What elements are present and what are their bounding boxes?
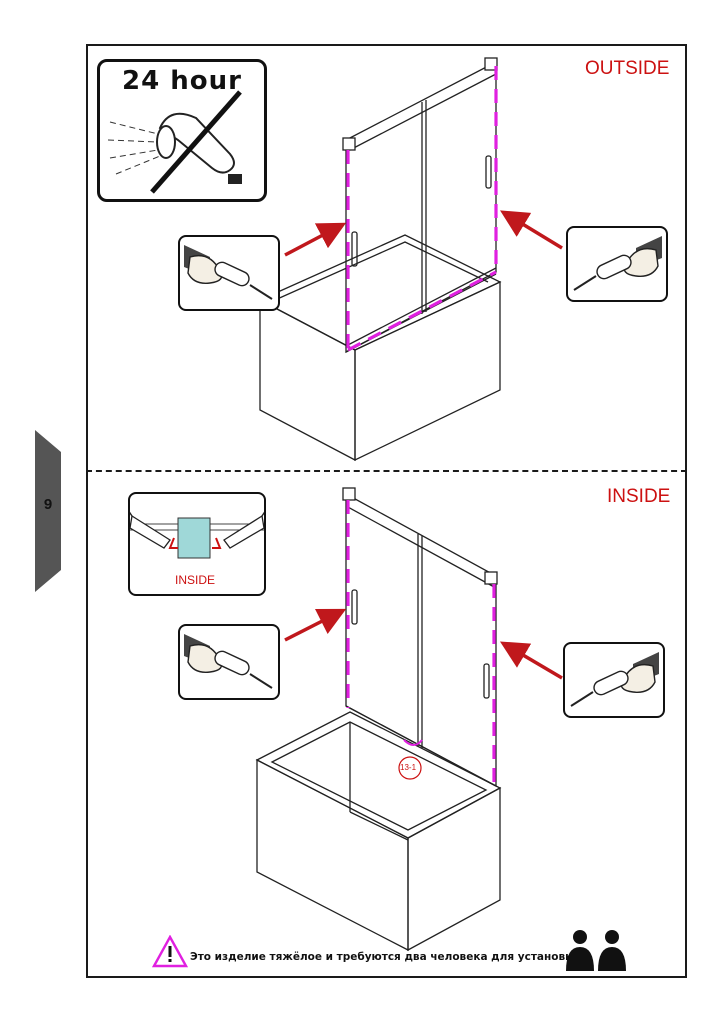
warning-triangle-icon [152, 935, 188, 968]
inset-inside-label: INSIDE [175, 573, 216, 587]
sealant-lines-inside [346, 500, 496, 786]
shower-no-water-icon [107, 90, 242, 194]
sealant-detail-illustration [130, 511, 264, 559]
page-number: 9 [43, 496, 53, 513]
shower-door-inside [342, 487, 498, 788]
sealant-gun-icon [570, 652, 659, 707]
callout-label: 13-1 [400, 763, 417, 772]
sealant-gun-icon [573, 236, 662, 291]
sign-24-hour-text: 24 hour [122, 66, 242, 96]
inside-label: INSIDE [607, 486, 671, 507]
bathtub-inside [255, 711, 502, 952]
inside-detail-inset [128, 492, 266, 596]
instruction-frame [86, 44, 687, 978]
outside-label: OUTSIDE [585, 58, 670, 79]
section-divider [86, 470, 687, 472]
sealant-gun-box-bottom-right [563, 642, 665, 718]
sealant-gun-icon [184, 634, 273, 689]
warning-footer: Это изделие тяжёлое и требуются два чело… [150, 930, 630, 971]
arrows-inside [284, 608, 563, 680]
sealant-gun-box-top-right [566, 226, 668, 302]
no-water-24-hour-sign: 24 hour [97, 59, 267, 202]
sealant-gun-icon [184, 245, 273, 300]
arrows-outside [284, 210, 563, 257]
warning-text: Это изделие тяжёлое и требуются два чело… [190, 951, 584, 963]
sealant-gun-box-top-left [178, 235, 280, 311]
two-persons-icon [566, 930, 626, 971]
sealant-lines-outside [346, 66, 498, 352]
callout-circle [398, 756, 422, 780]
shower-door-outside [342, 57, 498, 354]
page-tab-icon [35, 430, 61, 592]
bathtub-outside [258, 234, 502, 462]
sealant-gun-box-bottom-left [178, 624, 280, 700]
